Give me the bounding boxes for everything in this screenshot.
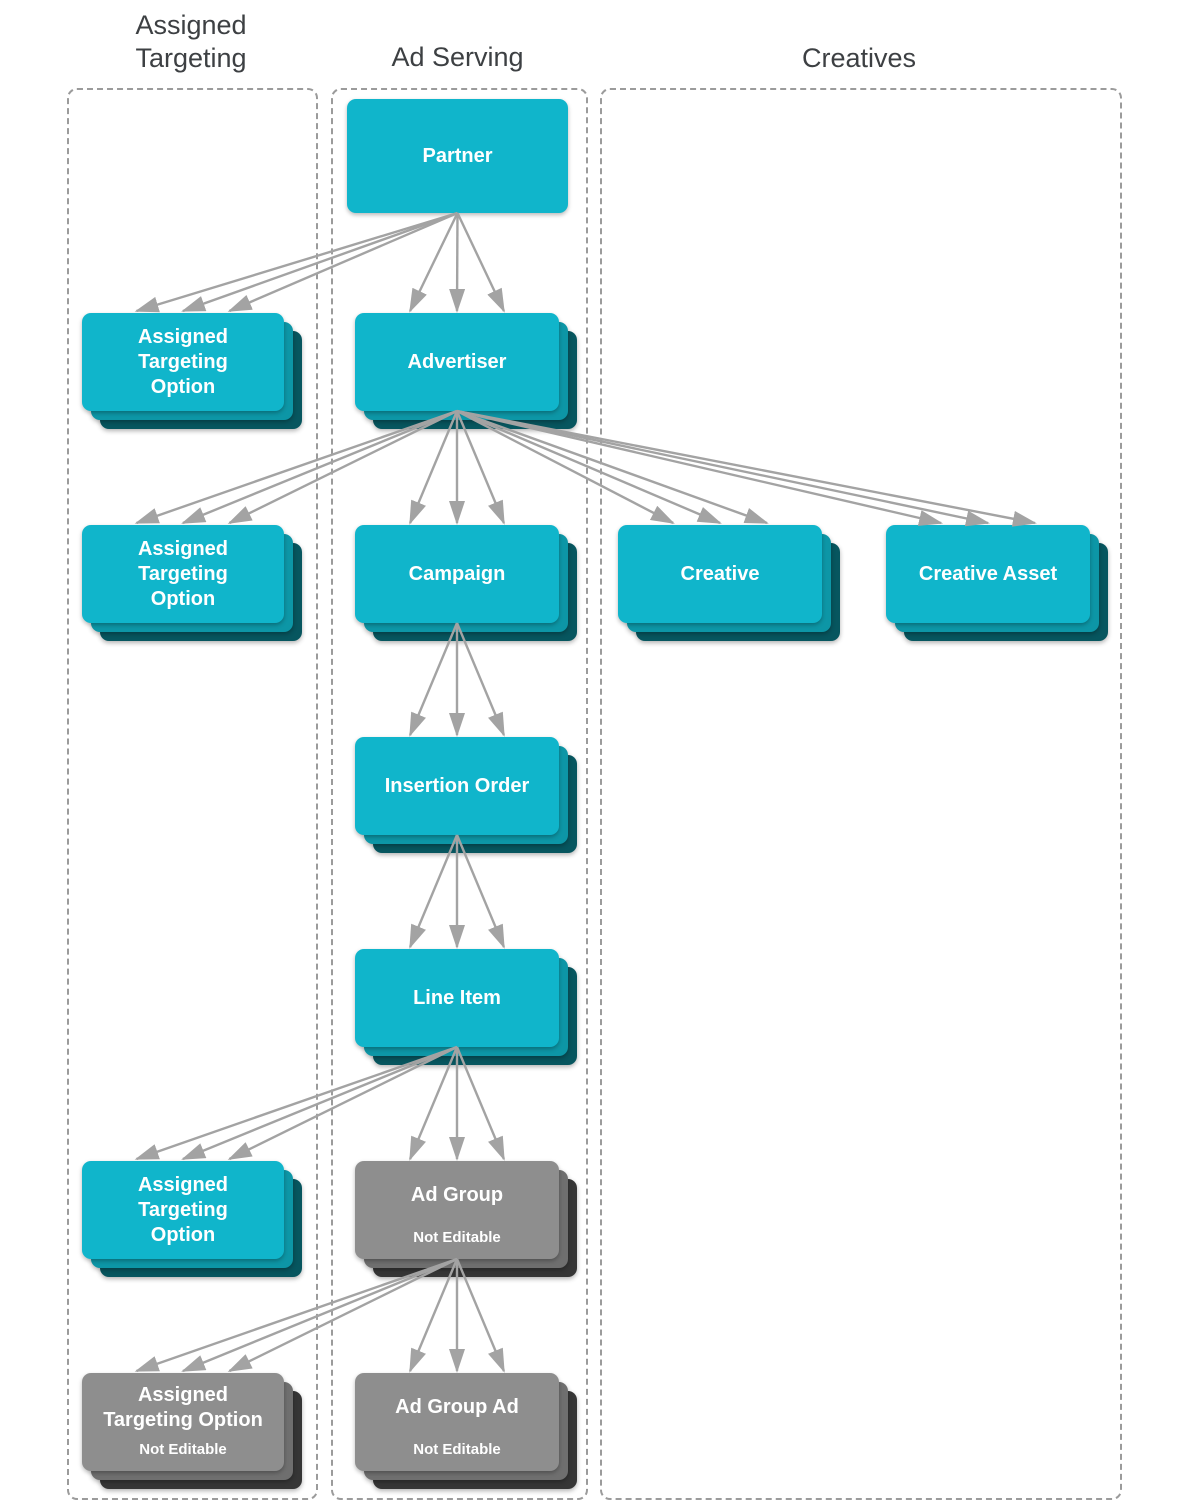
node-label: Insertion Order	[384, 774, 530, 797]
node-label: Line Item	[413, 986, 501, 1009]
column-title-creatives: Creatives	[801, 43, 917, 73]
node-face: Assigned Targeting Option Not Editable	[82, 1373, 284, 1471]
node-label: Assigned Targeting Option	[103, 1383, 263, 1431]
node-label: Creative Asset	[918, 562, 1058, 585]
node-face: Insertion Order	[355, 737, 559, 835]
column-title-assigned-targeting: Assigned Targeting	[135, 10, 247, 73]
node-face: Campaign	[355, 525, 559, 623]
column-title-ad-serving: Ad Serving	[391, 42, 524, 72]
node-label: Partner	[422, 144, 493, 167]
node-face: Creative Asset	[886, 525, 1090, 623]
node-face: Advertiser	[355, 313, 559, 411]
node-sublabel: Not Editable	[139, 1441, 227, 1458]
column-ad-serving	[331, 88, 588, 1500]
node-label: Assigned Targeting Option	[137, 1173, 229, 1246]
node-face: Creative	[618, 525, 822, 623]
node-label: Creative	[680, 562, 760, 585]
column-creatives	[600, 88, 1122, 1500]
column-assigned-targeting	[67, 88, 318, 1500]
node-ad-group-ad: Ad Group Ad Not Editable	[355, 1373, 577, 1489]
node-sublabel: Not Editable	[413, 1441, 501, 1458]
node-label: Campaign	[408, 562, 506, 585]
node-creative-asset: Creative Asset	[886, 525, 1108, 641]
node-assigned-targeting-option-ad-group: Assigned Targeting Option Not Editable	[82, 1373, 302, 1489]
node-assigned-targeting-option-advertiser: Assigned Targeting Option	[82, 525, 302, 641]
node-advertiser: Advertiser	[355, 313, 577, 429]
node-label: Advertiser	[407, 350, 507, 373]
node-creative: Creative	[618, 525, 840, 641]
node-label: Assigned Targeting Option	[137, 537, 229, 610]
node-campaign: Campaign	[355, 525, 577, 641]
node-ad-group: Ad Group Not Editable	[355, 1161, 577, 1277]
node-face: Assigned Targeting Option	[82, 1161, 284, 1259]
node-face: Assigned Targeting Option	[82, 313, 284, 411]
node-label: Ad Group Ad	[395, 1396, 519, 1418]
node-assigned-targeting-option-partner: Assigned Targeting Option	[82, 313, 302, 429]
node-face: Partner	[347, 99, 568, 213]
node-sublabel: Not Editable	[413, 1229, 501, 1246]
node-label: Ad Group	[410, 1184, 504, 1206]
node-face: Line Item	[355, 949, 559, 1047]
node-face: Ad Group Not Editable	[355, 1161, 559, 1259]
node-face: Assigned Targeting Option	[82, 525, 284, 623]
node-line-item: Line Item	[355, 949, 577, 1065]
node-label: Assigned Targeting Option	[137, 325, 229, 398]
node-partner: Partner	[347, 99, 568, 213]
node-face: Ad Group Ad Not Editable	[355, 1373, 559, 1471]
node-insertion-order: Insertion Order	[355, 737, 577, 853]
node-assigned-targeting-option-line-item: Assigned Targeting Option	[82, 1161, 302, 1277]
